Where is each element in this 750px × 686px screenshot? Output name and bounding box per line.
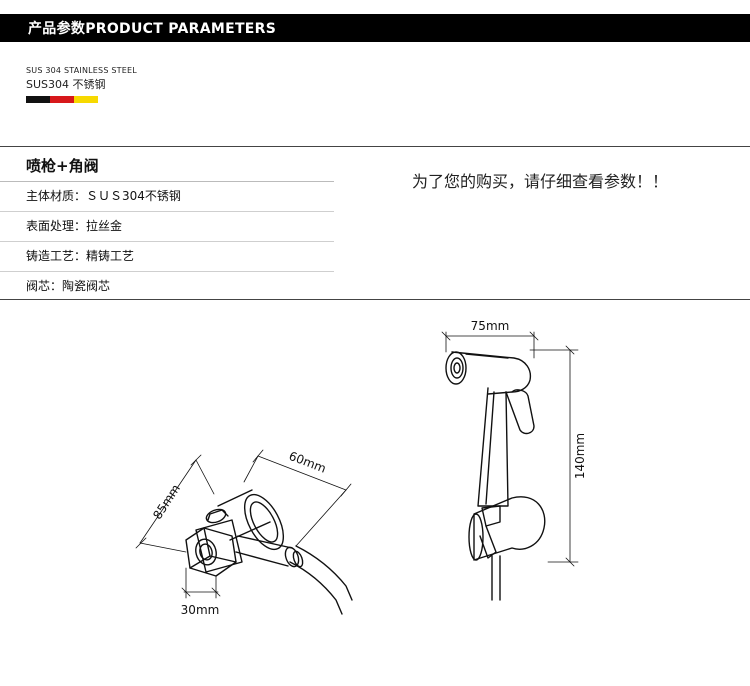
dim-label-sprayer-width: 75mm bbox=[471, 319, 510, 333]
flag-stripes bbox=[26, 96, 137, 103]
dim-label-sprayer-height: 140mm bbox=[573, 433, 587, 479]
header-bar: 产品参数PRODUCT PARAMETERS bbox=[0, 14, 750, 42]
spec-row: 铸造工艺：精铸工艺 bbox=[0, 242, 334, 272]
flag-stripe-red bbox=[50, 96, 74, 103]
material-english: SUS 304 STAINLESS STEEL bbox=[26, 66, 137, 75]
spec-table: 喷枪+角阀 主体材质：ＳＵＳ304不锈钢 表面处理：拉丝金 铸造工艺：精铸工艺 … bbox=[0, 147, 334, 301]
flag-stripe-black bbox=[26, 96, 50, 103]
spec-row: 阀芯：陶瓷阀芯 bbox=[26, 279, 111, 293]
flag-stripe-yellow bbox=[74, 96, 98, 103]
material-chinese: SUS304 不锈钢 bbox=[26, 78, 106, 91]
sprayer-dimension-lines bbox=[441, 331, 579, 567]
angle-valve-drawing bbox=[185, 489, 353, 615]
spec-row: 主体材质：ＳＵＳ304不锈钢 bbox=[0, 182, 334, 212]
technical-drawing: 85mm 60mm 30mm 75mm 140mm bbox=[135, 319, 587, 617]
dim-label-valve-width: 30mm bbox=[181, 603, 220, 617]
divider-top bbox=[0, 146, 750, 147]
material-block: SUS 304 STAINLESS STEEL SUS304 不锈钢 bbox=[26, 66, 137, 103]
hand-sprayer-drawing bbox=[445, 351, 546, 601]
dim-label-valve-height: 85mm bbox=[150, 482, 183, 522]
notice-text: 为了您的购买，请仔细查看参数！！ bbox=[412, 172, 669, 191]
page-title: 产品参数PRODUCT PARAMETERS bbox=[28, 21, 277, 37]
valve-dimension-lines bbox=[135, 449, 352, 599]
divider-bottom bbox=[0, 299, 750, 300]
spec-title: 喷枪+角阀 bbox=[0, 147, 334, 182]
dim-label-valve-depth: 60mm bbox=[287, 449, 328, 476]
spec-row: 表面处理：拉丝金 bbox=[0, 212, 334, 242]
